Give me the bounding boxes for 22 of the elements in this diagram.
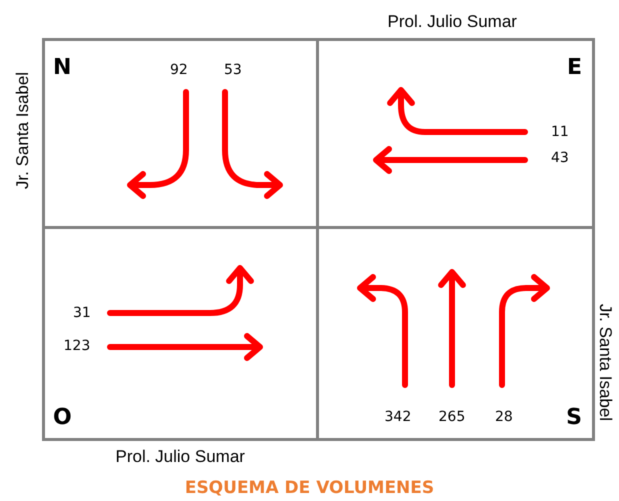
street-name: Prol. Julio Sumar bbox=[388, 12, 517, 30]
volume-count: 53 bbox=[224, 63, 242, 77]
street-name: Prol. Julio Sumar bbox=[116, 448, 245, 464]
direction-letter: O bbox=[53, 407, 72, 429]
volume-count: 28 bbox=[495, 410, 513, 424]
volume-count: 11 bbox=[551, 125, 569, 139]
quadrant-panel bbox=[42, 226, 319, 441]
direction-letter: N bbox=[53, 57, 72, 79]
volume-count: 265 bbox=[438, 410, 466, 424]
volume-count: 342 bbox=[384, 410, 412, 424]
street-name: Jr. Santa Isabel bbox=[596, 303, 614, 421]
quadrant-panel bbox=[316, 226, 595, 441]
caption: ESQUEMA DE VOLUMENES bbox=[184, 478, 434, 498]
direction-letter: E bbox=[566, 57, 582, 79]
volume-count: 43 bbox=[551, 151, 569, 165]
quadrant-panel bbox=[316, 38, 595, 229]
volume-count: 31 bbox=[73, 306, 91, 320]
street-name: Jr. Santa Isabel bbox=[14, 71, 31, 189]
volume-count: 92 bbox=[170, 63, 188, 77]
direction-letter: S bbox=[566, 407, 582, 429]
volume-count: 123 bbox=[64, 339, 90, 353]
quadrant-panel bbox=[42, 38, 319, 229]
